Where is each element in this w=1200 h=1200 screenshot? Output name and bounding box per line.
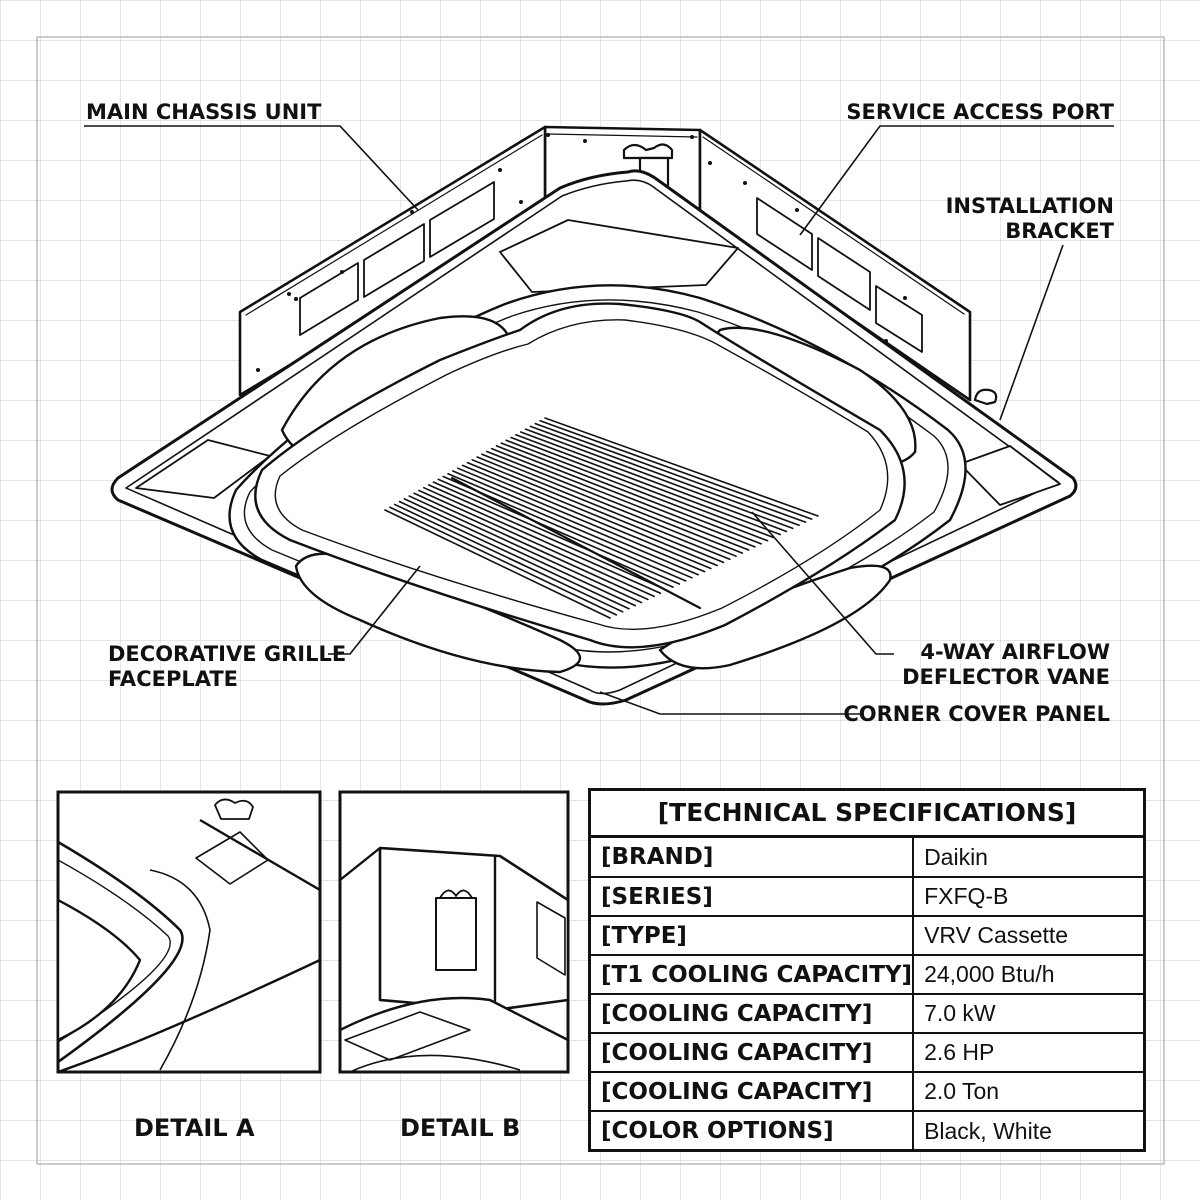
spec-key: [COOLING CAPACITY] [591, 1072, 915, 1112]
technical-specifications-table: [TECHNICAL SPECIFICATIONS] [BRAND]Daikin… [588, 788, 1146, 1152]
louver-slat [515, 433, 781, 536]
spec-value: FXFQ-B [913, 877, 1143, 917]
detail-a-view [56, 790, 322, 1074]
spec-key: [T1 COOLING CAPACITY] [591, 955, 915, 995]
louver-slat [495, 445, 756, 548]
louver-slat [486, 450, 744, 554]
louver-slat [481, 453, 737, 557]
spec-row: [COOLING CAPACITY]2.0 Ton [591, 1072, 1143, 1112]
detail-b-view [338, 790, 570, 1074]
spec-row: [BRAND]Daikin [591, 838, 1143, 878]
corner-covers [135, 219, 1061, 506]
detail-a-caption: DETAIL A [134, 1114, 255, 1142]
spec-row: [TYPE]VRV Cassette [591, 916, 1143, 956]
louver-slat [471, 459, 725, 564]
louver-slat [456, 467, 706, 573]
louver-slat [413, 492, 649, 601]
spec-row: [COOLING CAPACITY]2.6 HP [591, 1033, 1143, 1073]
spec-value: VRV Cassette [913, 916, 1143, 956]
louver-slat [461, 464, 712, 570]
spec-key: [TYPE] [591, 916, 915, 956]
louver-slat [389, 506, 618, 616]
spec-key: [COOLING CAPACITY] [591, 1033, 915, 1073]
spec-value: Daikin [913, 838, 1143, 878]
spec-row: [COOLING CAPACITY]7.0 kW [591, 994, 1143, 1034]
spec-value: Black, White [924, 1117, 1052, 1144]
spec-value: 7.0 kW [913, 994, 1143, 1034]
label-service-access-port: SERVICE ACCESS PORT [846, 100, 1114, 124]
louver-slat [505, 439, 769, 542]
louver-slat [510, 436, 775, 539]
louver-slat [393, 503, 624, 613]
spec-key: [BRAND] [591, 838, 915, 878]
label-corner-cover-panel: CORNER COVER PANEL [843, 702, 1110, 726]
louver-slat [524, 428, 794, 530]
spec-key: [COLOR OPTIONS] [591, 1111, 915, 1150]
spec-key: [COOLING CAPACITY] [591, 994, 915, 1034]
louver-slat [519, 431, 788, 533]
louver-slat [437, 478, 681, 585]
spec-value: 2.0 Ton [913, 1072, 1143, 1112]
louver-slat [422, 486, 662, 595]
louver-slat [544, 417, 819, 517]
label-main-chassis-unit: MAIN CHASSIS UNIT [86, 100, 322, 124]
grille-louvers [384, 417, 819, 619]
louver-slat [539, 419, 813, 520]
spec-key: [SERIES] [591, 877, 915, 917]
louver-slat [500, 442, 763, 545]
louver-slat [490, 447, 750, 551]
louver-slat [403, 498, 637, 607]
spec-table-title: [TECHNICAL SPECIFICATIONS] [591, 791, 1143, 838]
louver-slat [384, 509, 611, 619]
spec-value: 24,000 Btu/h [913, 955, 1143, 995]
louver-slat [427, 484, 668, 591]
spec-row: [T1 COOLING CAPACITY]24,000 Btu/h [591, 955, 1143, 995]
spec-row: [SERIES]FXFQ-B [591, 877, 1143, 917]
louver-slat [432, 481, 674, 588]
louver-slat [408, 495, 643, 604]
louver-slat [476, 456, 731, 561]
louver-slat [452, 470, 700, 576]
detail-b-caption: DETAIL B [400, 1114, 521, 1142]
spec-row: [COLOR OPTIONS] Black, White [591, 1111, 1143, 1150]
cassette-unit [110, 125, 1078, 706]
louver-slat [447, 472, 693, 579]
spec-value: 2.6 HP [913, 1033, 1143, 1073]
louver-slat [418, 489, 655, 598]
leader-lines [84, 125, 1114, 715]
louver-slat [466, 461, 718, 567]
spec-rows: [BRAND]Daikin [SERIES]FXFQ-B [TYPE]VRV C… [591, 838, 1143, 1150]
louver-slat [398, 500, 630, 610]
louver-slat [529, 425, 800, 527]
louver-divider [450, 476, 702, 610]
louver-slat [534, 422, 807, 523]
